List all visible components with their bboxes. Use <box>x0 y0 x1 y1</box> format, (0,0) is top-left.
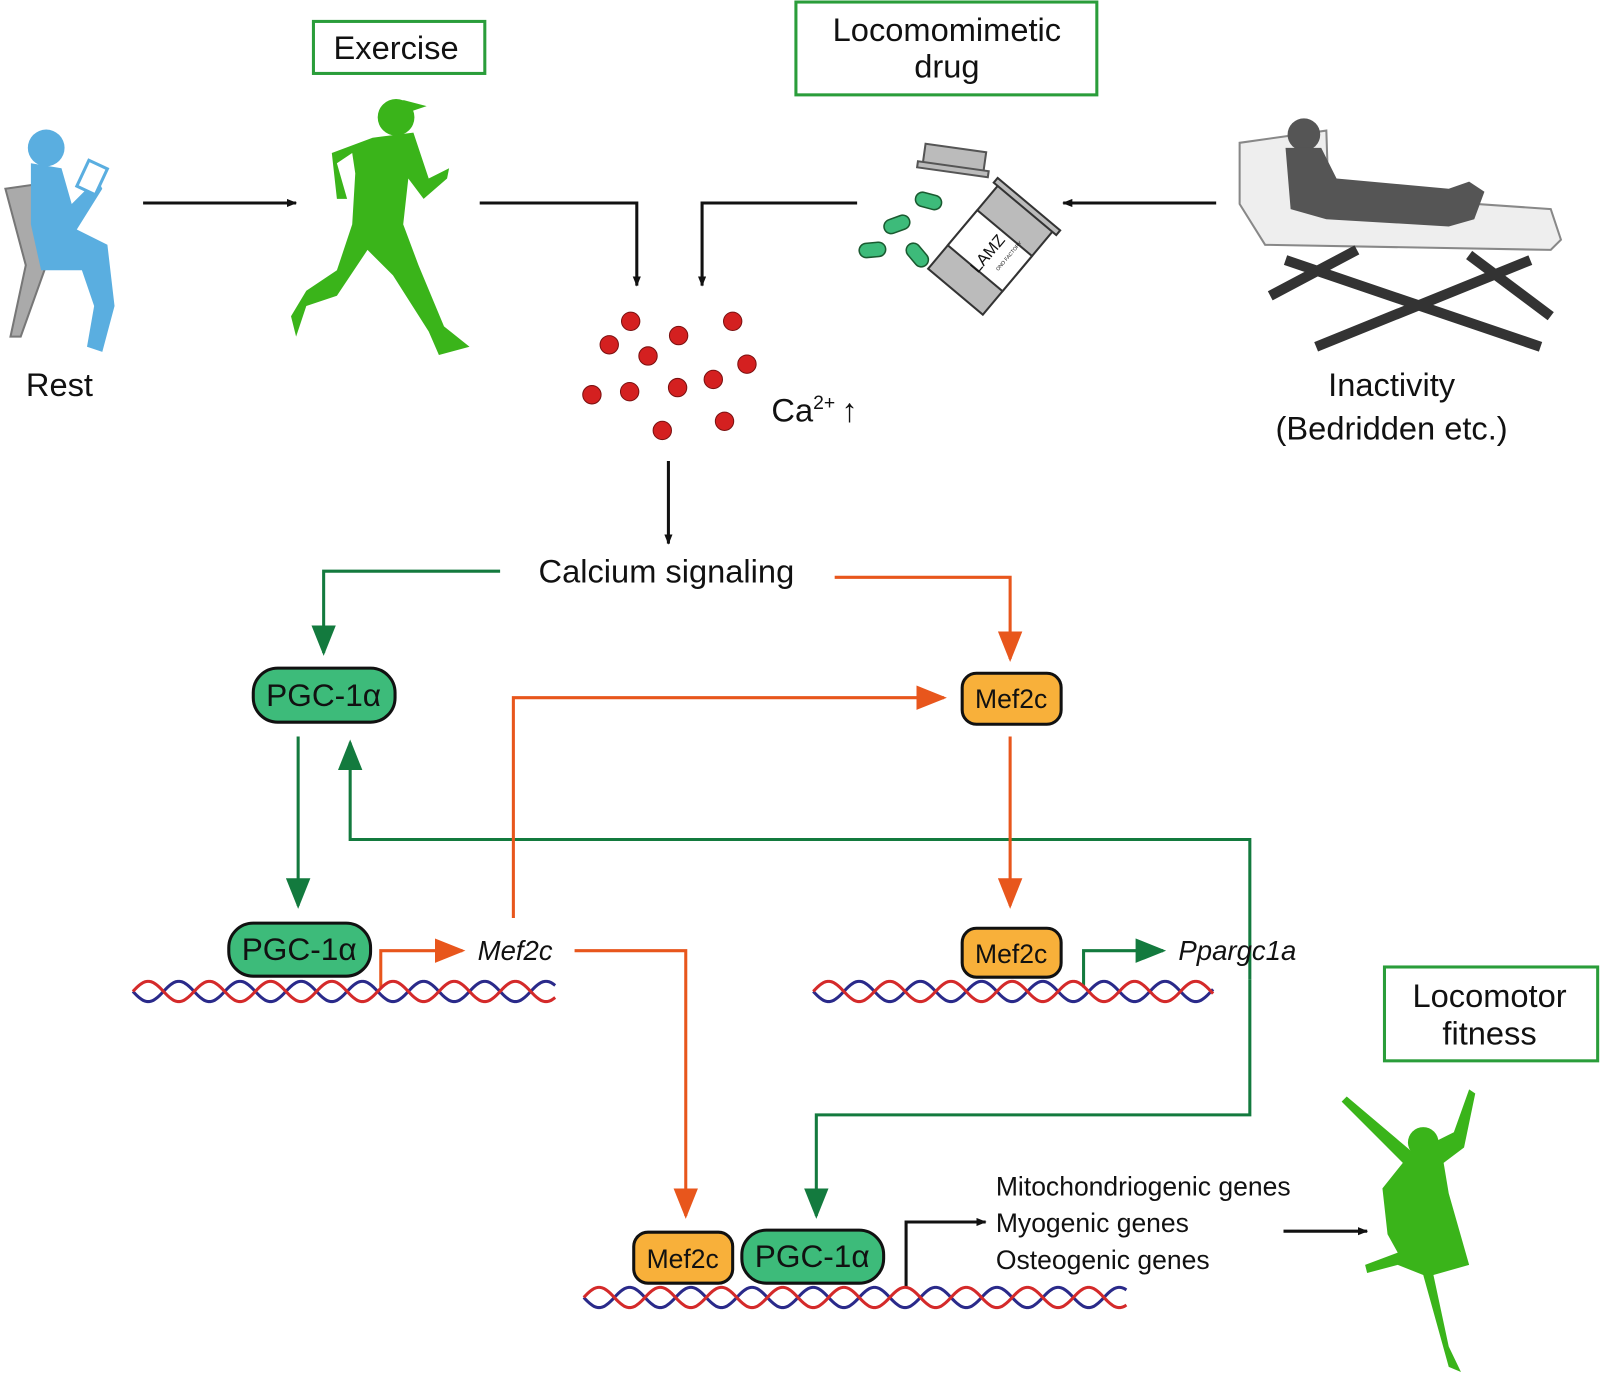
dna-strand <box>131 979 557 1004</box>
calcium-ion <box>668 325 689 346</box>
pgc-label: PGC-1α <box>266 677 381 713</box>
ppargc1a-gene-label: Ppargc1a <box>1178 935 1296 966</box>
drug-to-calcium-arrow <box>697 201 858 287</box>
running-person-icon <box>291 98 470 355</box>
black-arrows <box>143 198 1369 1288</box>
dna-strands <box>131 979 1215 1310</box>
calcium-ion <box>599 335 619 355</box>
drug-label-line2: drug <box>914 48 979 85</box>
calcium-ion <box>620 311 641 331</box>
calcium-ion <box>737 354 757 374</box>
exercise-to-calcium-arrow <box>479 201 641 287</box>
calcium-symbol: Ca <box>771 391 814 428</box>
orange-arrows <box>379 575 1023 1219</box>
drug-box: Locomomimetic drug <box>794 0 1099 97</box>
locomotor-label-line1: Locomotor <box>1412 977 1566 1014</box>
rest-label: Rest <box>26 366 93 403</box>
dna-strand <box>582 1285 1128 1310</box>
pgc-1a-protein-2: PGC-1α <box>227 921 373 978</box>
target-gene-2: Myogenic genes <box>996 1208 1189 1238</box>
dna-strand <box>812 979 1215 1004</box>
pgc-1a-protein-1: PGC-1α <box>251 666 397 724</box>
calcium-charge: 2+ <box>813 392 835 414</box>
green-arrows <box>285 569 1252 1219</box>
mef2c-label: Mef2c <box>647 1244 719 1274</box>
target-gene-3: Osteogenic genes <box>996 1245 1210 1275</box>
calcium-ion <box>652 420 672 441</box>
dna-strand <box>812 979 1215 1004</box>
calcium-ion <box>714 411 735 431</box>
target-gene-1: Mitochondriogenic genes <box>996 1171 1291 1201</box>
pills-icon <box>858 191 943 268</box>
mef2c-protein-1: Mef2c <box>960 671 1063 726</box>
calcium-label: Ca2+ ↑ <box>771 391 857 428</box>
dna-strand <box>582 1285 1128 1310</box>
pgc-label: PGC-1α <box>755 1238 870 1274</box>
mef2c-label: Mef2c <box>975 939 1047 969</box>
mef2c-gene-label: Mef2c <box>478 935 553 966</box>
inactivity-label-line1: Inactivity <box>1328 366 1456 403</box>
target-genes-arrow <box>904 1217 987 1288</box>
locomotor-label-line2: fitness <box>1442 1015 1536 1052</box>
calcium-ion <box>703 369 723 390</box>
drug-bottle-icon: LAMZ ONO FACTORY <box>915 142 1062 317</box>
calcium-ions <box>582 311 757 441</box>
calcium-signaling-label: Calcium signaling <box>539 552 795 589</box>
dna-strand <box>131 979 557 1004</box>
calcium-up-arrow: ↑ <box>841 391 857 428</box>
calcium-ion <box>619 382 640 402</box>
mef2c-label: Mef2c <box>975 684 1047 714</box>
pgc-label: PGC-1α <box>242 931 357 967</box>
mef2c-protein-3: Mef2c <box>632 1230 735 1285</box>
bedridden-person-icon <box>1238 118 1563 352</box>
resting-person-icon <box>4 129 115 352</box>
dancing-person-icon <box>1341 1089 1476 1372</box>
inactivity-label-line2: (Bedridden etc.) <box>1276 410 1508 447</box>
mef2c-protein-2: Mef2c <box>960 926 1063 979</box>
pgc-1a-protein-3: PGC-1α <box>740 1228 886 1285</box>
calcium-ion <box>722 311 743 331</box>
calcium-ion <box>582 385 602 405</box>
drug-label-line1: Locomomimetic <box>833 11 1061 48</box>
locomotor-fitness-box: Locomotor fitness <box>1382 965 1600 1063</box>
exercise-box: Exercise <box>311 19 487 75</box>
calcium-ion <box>667 377 688 398</box>
calcium-ion <box>638 346 658 366</box>
exercise-label: Exercise <box>334 29 459 66</box>
